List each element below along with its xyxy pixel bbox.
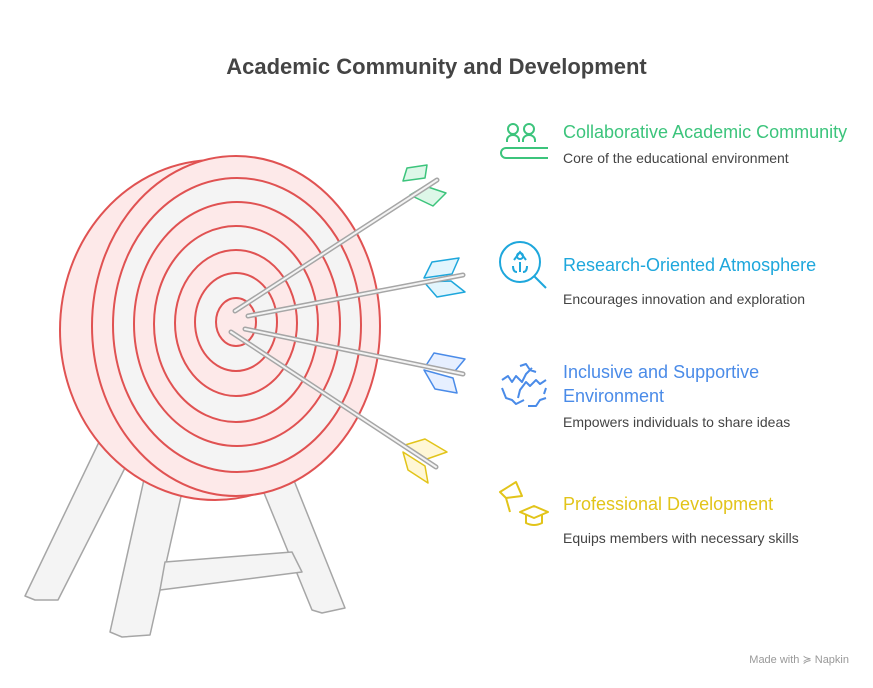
item-heading: Collaborative Academic Community [563,122,848,142]
item-heading: Research-Oriented Atmosphere [563,255,817,275]
target-board [59,155,381,501]
item-professional-development: Professional Development Equips members … [563,492,863,546]
megaphone-graduation-cap-icon [499,481,549,526]
diagram-title: Academic Community and Development [226,54,647,79]
arrow-blue [242,326,466,394]
item-inclusive-environment: Inclusive and Supportive Environment Emp… [563,360,863,430]
item-description: Core of the educational environment [563,150,789,166]
target-stand [24,439,346,638]
stand-leg-left [24,439,131,601]
stand-leg-middle [109,474,183,638]
item-heading: Professional Development [563,494,774,514]
item-description: Encourages innovation and exploration [563,291,806,307]
people-group-icon [500,123,548,159]
item-description: Equips members with necessary skills [563,530,799,546]
item-description: Empowers individuals to share ideas [563,414,791,430]
item-research-atmosphere: Research-Oriented Atmosphere Encourages … [563,253,863,307]
made-with-napkin-footer[interactable]: Made with ≽ Napkin [749,654,849,666]
arrow-cyan [245,257,466,319]
arrow-yellow [228,329,448,484]
item-heading: Inclusive and Supportive Environment [563,362,760,406]
hands-puzzle-icon [501,363,547,407]
magnifier-research-icon [499,241,547,289]
arrow-green [232,164,447,314]
item-collaborative-community: Collaborative Academic Community Core of… [563,120,863,166]
stand-crossbar [159,551,303,591]
stand-leg-right [261,477,346,614]
